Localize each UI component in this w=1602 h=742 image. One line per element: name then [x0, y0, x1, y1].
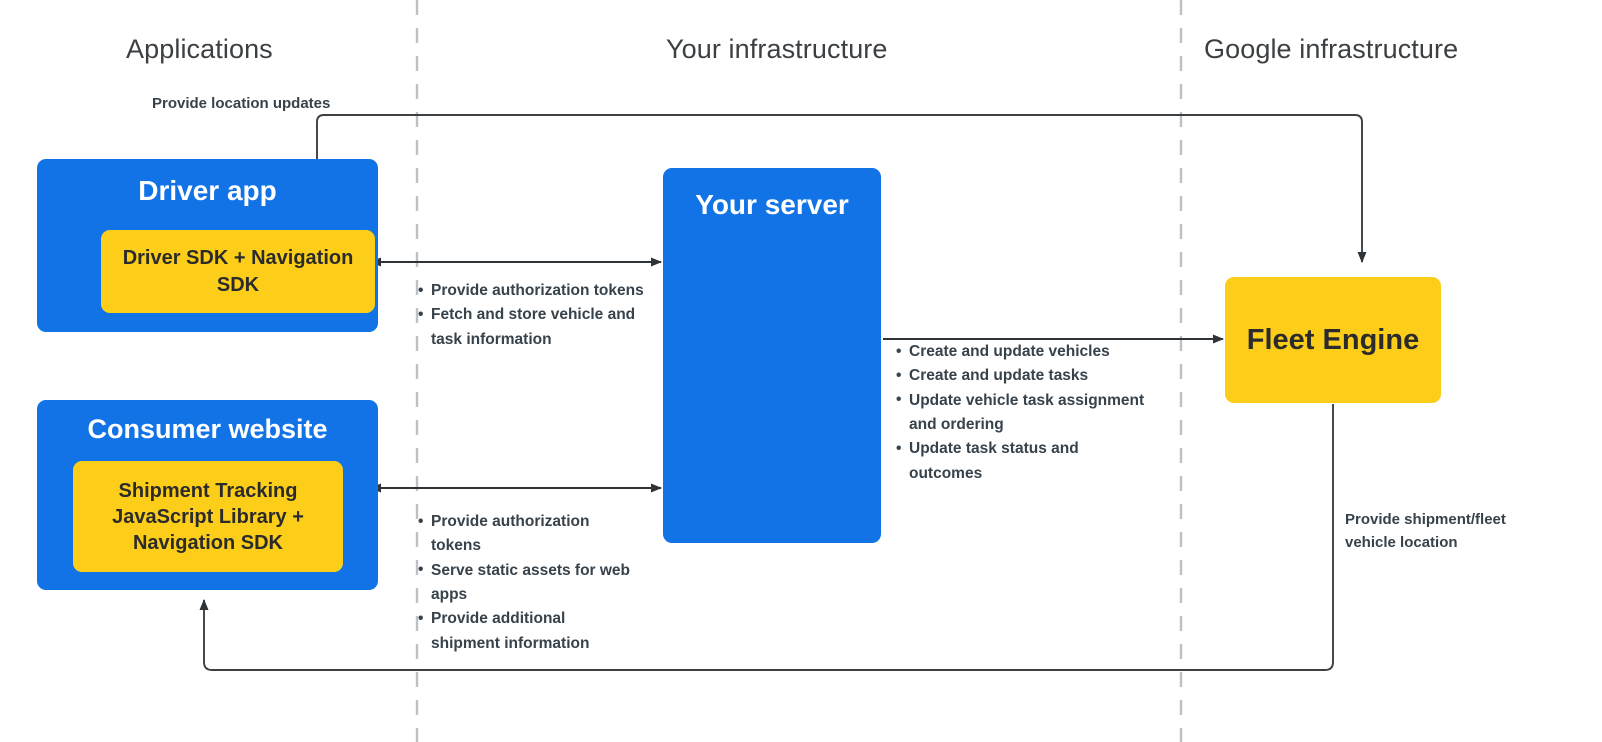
bullet-item: Provide additional shipment information: [418, 607, 633, 656]
zone-header-your-infrastructure: Your infrastructure: [666, 34, 888, 64]
edge-label-provide-location-updates: Provide location updates: [152, 95, 331, 112]
node-fleet-engine[interactable]: Fleet Engine: [1225, 277, 1441, 403]
bullet-item: Provide authorization tokens: [418, 278, 648, 303]
node-shipment-tracking-library-title: Shipment Tracking JavaScript Library + N…: [112, 479, 304, 554]
node-fleet-engine-title: Fleet Engine: [1246, 323, 1420, 356]
node-shipment-tracking-library[interactable]: Shipment Tracking JavaScript Library + N…: [73, 461, 343, 572]
node-driver-sdk[interactable]: Driver SDK + Navigation SDK: [101, 230, 375, 313]
edge-bullets-consumer-website-your-server: Provide authorization tokensServe static…: [418, 510, 633, 656]
bullet-item: Fetch and store vehicle and task informa…: [418, 303, 648, 352]
bullet-item: Create and update vehicles: [896, 339, 1156, 364]
bullet-item: Create and update tasks: [896, 364, 1156, 389]
node-your-server[interactable]: Your server: [663, 168, 881, 543]
node-your-server-title: Your server: [695, 189, 849, 220]
node-consumer-website-title: Consumer website: [87, 414, 328, 444]
bullet-item: Provide authorization tokens: [418, 510, 633, 559]
bullet-item: Update vehicle task assignment and order…: [896, 388, 1156, 438]
edge-label-provide-shipment-fleet-vehicle-location: Provide shipment/fleet vehicle location: [1345, 511, 1506, 552]
zone-header-google-infrastructure: Google infrastructure: [1204, 34, 1459, 64]
bullet-item: Update task status and outcomes: [896, 437, 1156, 486]
node-driver-sdk-title: Driver SDK + Navigation SDK: [122, 247, 354, 296]
node-consumer-website[interactable]: Consumer website Shipment Tracking JavaS…: [37, 400, 378, 590]
node-driver-app-title: Driver app: [138, 175, 277, 206]
zone-header-applications: Applications: [126, 34, 273, 64]
node-driver-app[interactable]: Driver app Driver SDK + Navigation SDK: [37, 159, 378, 332]
edge-bullets-driver-app-your-server: Provide authorization tokensFetch and st…: [418, 278, 648, 352]
bullet-item: Serve static assets for web apps: [418, 558, 633, 608]
edge-bullets-your-server-fleet-engine: Create and update vehiclesCreate and upd…: [896, 339, 1156, 486]
